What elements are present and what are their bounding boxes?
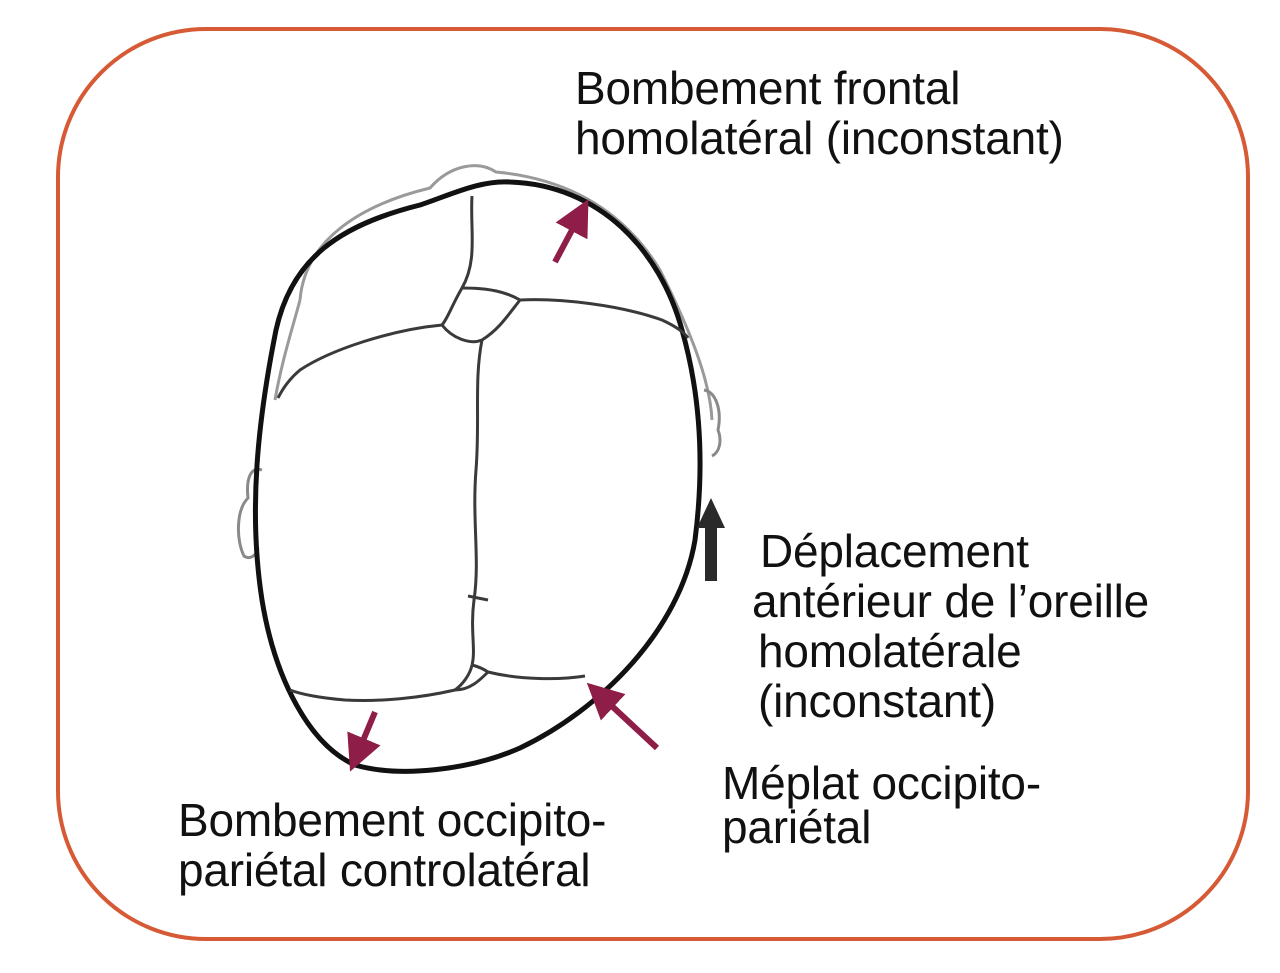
occipito-parietal-flat-label-line1: Méplat occipito- (722, 757, 1041, 809)
frontal-bulge-label: Bombement frontal homolatéral (inconstan… (575, 63, 1064, 163)
reference-skull-outline-left (273, 299, 302, 401)
frontal-bulge-label-line2: homolatéral (inconstant) (575, 112, 1064, 164)
occipito-parietal-bulge-label-line1: Bombement occipito- (178, 794, 607, 846)
rounded-frame (56, 27, 1250, 941)
occipito-parietal-flat-label: Méplat occipito- pariétal (722, 757, 1041, 853)
occipital-bulge-arrow (347, 710, 381, 772)
occipital-flat-arrow (586, 682, 660, 751)
reference-skull-outline (298, 164, 714, 421)
left-ear (236, 467, 263, 560)
ear-displacement-label: Déplacement antérieur de l’oreille homol… (752, 526, 1149, 726)
occipito-parietal-flat-label-line2: pariétal (722, 801, 872, 853)
frontal-bulge-label-line1: Bombement frontal (575, 62, 961, 114)
ear-displacement-label-line1: Déplacement (760, 525, 1029, 577)
occipito-parietal-bulge-label: Bombement occipito- pariétal controlatér… (178, 795, 606, 895)
ear-displacement-label-line4: (inconstant) (758, 675, 996, 727)
frontal-bulge-arrow (552, 199, 589, 264)
skull-outline (252, 179, 703, 774)
ear-displacement-label-line3: homolatérale (758, 625, 1022, 677)
occipito-parietal-bulge-label-line2: pariétal controlatéral (178, 844, 591, 896)
ear-displacement-label-line2: antérieur de l’oreille (752, 575, 1150, 627)
skull-sutures (276, 195, 690, 703)
right-ear (703, 388, 722, 458)
ear-displacement-arrow (697, 498, 725, 581)
